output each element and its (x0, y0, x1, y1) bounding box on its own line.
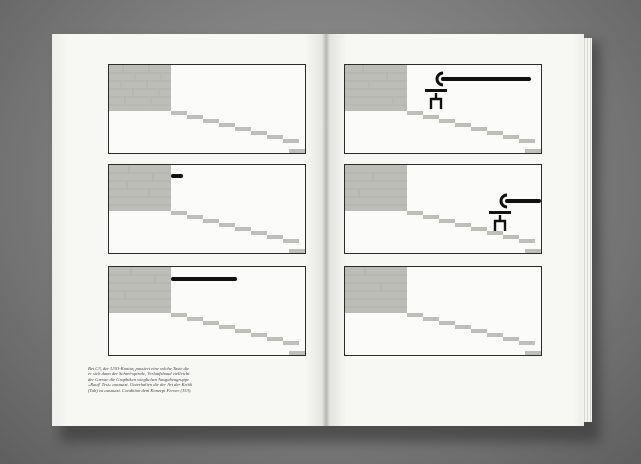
illustration-panel-left-3 (108, 266, 306, 356)
illustration-panel-right-2 (344, 164, 542, 254)
staircase (407, 111, 541, 153)
brick-wall (345, 165, 407, 211)
staircase (407, 313, 541, 355)
brick-wall (109, 165, 171, 211)
illustration-panel-left-2 (108, 164, 306, 254)
staircase (171, 313, 305, 355)
staircase (171, 211, 305, 253)
brick-wall (109, 65, 171, 111)
stair-illustration (345, 165, 541, 253)
stair-illustration (345, 267, 541, 355)
brick-wall (345, 267, 407, 313)
illustration-panel-right-1 (344, 64, 542, 154)
stair-illustration (109, 267, 305, 355)
page-edge (582, 38, 592, 422)
staircase (171, 111, 305, 153)
crane-figure (489, 195, 541, 231)
brick-wall (109, 267, 171, 313)
black-bar-long (171, 277, 237, 281)
figure-caption: Bei C3, der U3O-Kontur, passiert eine so… (88, 366, 194, 393)
brick-wall (345, 65, 407, 111)
crane-figure (425, 73, 531, 109)
illustration-panel-right-3 (344, 266, 542, 356)
stair-illustration (109, 65, 305, 153)
illustration-panel-left-1 (108, 64, 306, 154)
stair-illustration (345, 65, 541, 153)
stair-illustration (109, 165, 305, 253)
book-gutter (322, 34, 330, 426)
staircase (407, 211, 541, 253)
black-bar-short (171, 174, 183, 178)
